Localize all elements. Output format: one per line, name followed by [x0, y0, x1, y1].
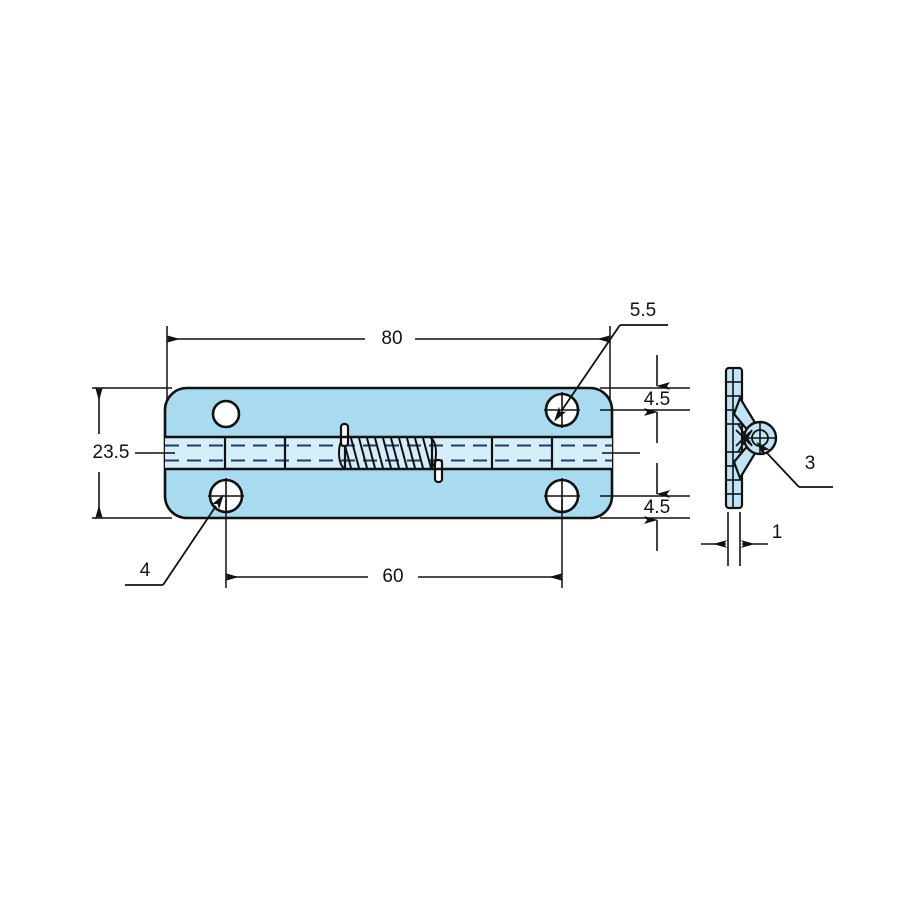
dimension-edge-to-hole-top: 4.5	[644, 355, 670, 443]
hole-bottom-right	[544, 478, 580, 514]
front-view	[135, 386, 640, 520]
hinge-band-group	[165, 422, 612, 484]
dimension-thickness-label: 1	[772, 522, 783, 543]
callout-hole-diameter-5-5: 5.5	[554, 300, 668, 422]
dimension-overall-length-label: 80	[381, 328, 402, 349]
dimension-overall-width-label: 23.5	[93, 442, 130, 463]
callout-hole-diameter-5-5-label: 5.5	[630, 300, 656, 321]
dimension-overall-length: 80	[166, 328, 611, 349]
spring-tangs	[339, 422, 444, 484]
hinge-band-edges	[165, 435, 612, 471]
side-knuckle	[742, 420, 778, 456]
dimension-edge-to-hole-bottom: 4.5	[644, 463, 670, 551]
dimension-edge-to-hole-top-label: 4.5	[644, 389, 670, 410]
hinge-band-fill	[165, 437, 612, 469]
side-spring-tails	[735, 423, 753, 453]
callout-hole-diameter-4-label: 4	[140, 560, 151, 581]
callout-hole-diameter-4: 4	[125, 494, 224, 586]
dimension-edge-to-hole-bottom-label: 4.5	[644, 497, 670, 518]
dimension-thickness: 1	[701, 522, 783, 548]
thickness-projection-lines	[727, 512, 741, 566]
hole-top-left	[211, 399, 241, 429]
callout-knuckle-diameter-3-label: 3	[805, 453, 816, 474]
side-view	[724, 366, 778, 566]
side-profile-strip	[724, 366, 744, 510]
callout-knuckle-diameter-3: 3	[756, 441, 833, 488]
dimension-hole-spacing: 60	[225, 566, 563, 587]
dimension-overall-width: 23.5	[93, 387, 130, 519]
dimension-hole-spacing-label: 60	[382, 566, 403, 587]
